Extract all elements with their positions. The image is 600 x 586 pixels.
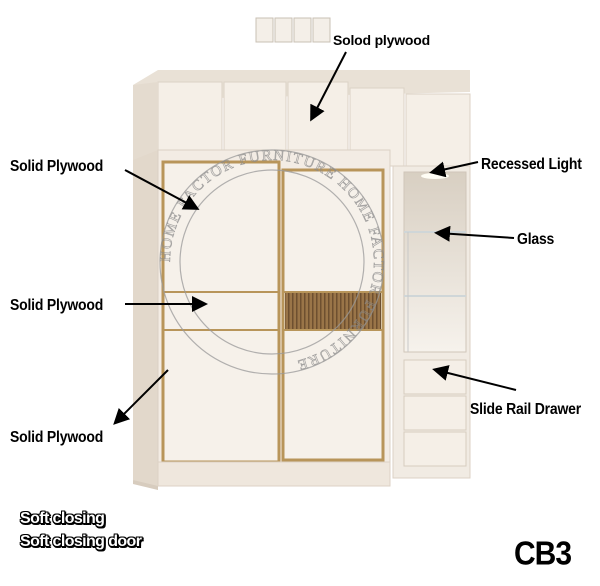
label-solid-plywood-middle: Solid Plywood <box>10 295 104 314</box>
right-sliding-door <box>281 168 385 462</box>
feature-soft-closing: Soft closing <box>20 510 105 527</box>
plywood-sample-swatches <box>255 17 331 43</box>
label-slide-rail-drawer: Slide Rail Drawer <box>470 399 581 418</box>
label-solid-plywood-lower: Solid Plywood <box>10 427 104 446</box>
feature-soft-closing-door: Soft closing door <box>20 533 142 550</box>
label-recessed-light: Recessed Light <box>481 154 582 173</box>
label-glass: Glass <box>517 229 555 248</box>
label-top-plywood: Solod plywood <box>333 32 430 48</box>
plinth <box>157 461 391 487</box>
recessed-light <box>421 173 449 179</box>
drawers <box>403 359 467 467</box>
glass-display-cabinet <box>392 165 471 479</box>
callout-arrows <box>113 51 517 425</box>
model-code: CB3 <box>514 536 572 573</box>
side-panel <box>133 150 158 490</box>
label-solid-plywood-upper: Solid Plywood <box>10 156 104 175</box>
